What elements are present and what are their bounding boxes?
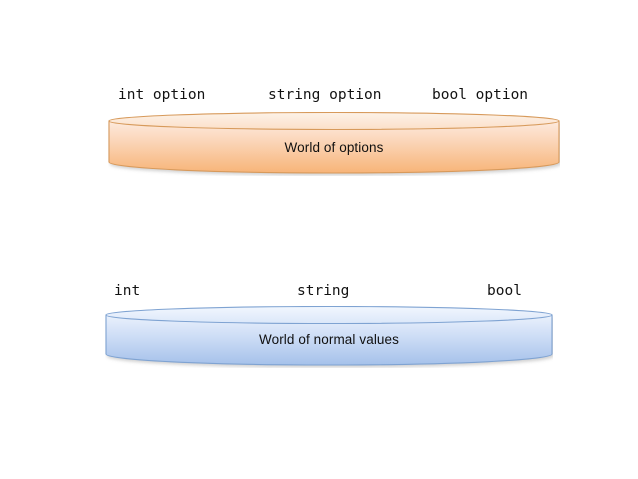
options-world-cylinder: World of options [108, 112, 560, 176]
type-label-string-option: string option [268, 87, 382, 103]
type-label-bool: bool [487, 283, 522, 299]
values-cylinder-shape [105, 306, 553, 366]
type-label-bool-option: bool option [432, 87, 529, 103]
values-world-cylinder: World of normal values [105, 306, 553, 368]
options-cylinder-shape [108, 112, 560, 174]
cylinder-top-cap [108, 112, 560, 131]
type-label-string: string [297, 283, 350, 299]
type-label-int-option: int option [118, 87, 206, 103]
cylinder-body [105, 314, 553, 366]
cylinder-top-cap [105, 306, 553, 325]
values-world-caption: World of normal values [258, 332, 399, 347]
options-world-caption: World of options [284, 140, 384, 155]
values-type-label-row: int string bool [0, 283, 638, 303]
type-label-int: int [114, 283, 141, 299]
cylinder-body [108, 120, 560, 174]
options-type-label-row: int option string option bool option [0, 87, 638, 107]
